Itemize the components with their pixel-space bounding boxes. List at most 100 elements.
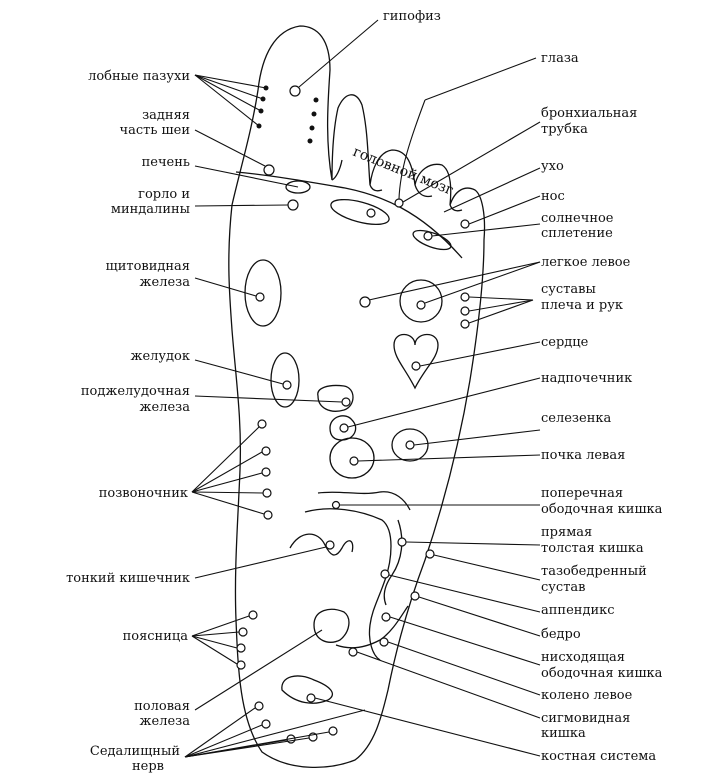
heart-shape	[394, 334, 438, 388]
label-small-intestine: тонкий кишечник	[66, 571, 190, 586]
colon-transverse	[318, 492, 410, 510]
label-kidney: почка левая	[541, 448, 625, 463]
label-appendix: аппендикс	[541, 603, 615, 618]
label-rectum-line1: прямая	[541, 525, 592, 540]
toe-dot-3	[310, 126, 315, 131]
label-hip-line2: сустав	[541, 580, 585, 595]
label-brain: головной мозг	[351, 144, 456, 199]
label-thyroid-line1: щитовидная	[106, 259, 190, 274]
stomach-dot	[283, 381, 291, 389]
label-adrenal: надпочечник	[541, 371, 632, 386]
label-spine: позвоночник	[99, 486, 188, 501]
sigmoid-dot	[349, 648, 357, 656]
shoulder-dot-1	[461, 293, 469, 301]
nose-shape	[411, 227, 453, 254]
kidney-dot	[406, 441, 414, 449]
lumbar-dot-3	[237, 644, 245, 652]
label-bronchial-line1: бронхиальная	[541, 106, 637, 121]
sciatic-dot-2	[262, 720, 270, 728]
label-sciatic-line1: Седалищный	[90, 744, 180, 759]
adrenal-dot	[340, 424, 348, 432]
thyroid-dot	[256, 293, 264, 301]
throat-dot	[288, 200, 298, 210]
toe-dot-2	[312, 112, 317, 117]
label-lumbar: поясница	[123, 629, 189, 644]
solar-plexus-dot	[360, 297, 370, 307]
shoulder-dot-2	[461, 307, 469, 315]
lumbar-dot-2	[239, 628, 247, 636]
label-neck-line1: задняя	[142, 108, 190, 123]
label-bone-system: костная система	[541, 749, 656, 764]
thyroid-shape	[245, 260, 281, 326]
label-shoulder-line2: плеча и рук	[541, 298, 623, 313]
pancreas-dot	[342, 398, 350, 406]
label-liver: печень	[142, 155, 190, 170]
toe-line-1	[332, 160, 342, 180]
label-thigh: бедро	[541, 627, 581, 642]
label-throat-line2: миндалины	[111, 202, 190, 217]
label-frontal-sinuses: лобные пазухи	[88, 69, 190, 84]
pituitary-dot	[290, 86, 300, 96]
label-solar-line2: сплетение	[541, 226, 613, 241]
label-descending-line2: ободочная кишка	[541, 666, 663, 681]
lumbar-dot-1	[249, 611, 257, 619]
hip-dot	[426, 550, 434, 558]
heart-dot	[412, 362, 420, 370]
small-intestine-coil	[290, 534, 353, 555]
label-gonad-line1: половая	[134, 699, 190, 714]
descending-dot	[382, 613, 390, 621]
label-bronchial-line2: трубка	[541, 122, 588, 137]
label-sigmoid-line2: кишка	[541, 726, 586, 741]
label-gonad-line2: железа	[140, 714, 191, 729]
sciatic-dot-1	[255, 702, 263, 710]
label-shoulder-line1: суставы	[541, 282, 596, 297]
rectum-dot	[398, 538, 406, 546]
label-ear: ухо	[541, 159, 564, 174]
knee-dot	[380, 638, 388, 646]
spine-dot-5	[264, 511, 272, 519]
label-knee: колено левое	[541, 688, 633, 703]
spine-dot-3	[262, 468, 270, 476]
toe-dot-1	[314, 98, 319, 103]
label-pancreas-line1: поджелудочная	[81, 384, 190, 399]
descending-colon	[336, 606, 408, 648]
label-transverse-line1: поперечная	[541, 486, 623, 501]
lumbar-dot-4	[237, 661, 245, 669]
label-stomach: желудок	[130, 349, 190, 364]
label-transverse-line2: ободочная кишка	[541, 502, 663, 517]
label-thyroid-line2: железа	[140, 275, 191, 290]
bone-dot	[307, 694, 315, 702]
small-intestine-dot	[326, 541, 334, 549]
label-descending-line1: нисходящая	[541, 650, 625, 665]
spleen-dot	[350, 457, 358, 465]
spine-dot-2	[262, 447, 270, 455]
label-spleen: селезенка	[541, 411, 611, 426]
foot-outline	[229, 26, 485, 767]
label-pituitary: гипофиз	[383, 9, 441, 24]
ear-dot	[424, 232, 432, 240]
toe-dot-4	[308, 139, 313, 144]
appendix-dot	[381, 570, 389, 578]
label-pancreas-line2: железа	[140, 400, 191, 415]
rectum-shape	[384, 520, 402, 605]
label-lung: легкое левое	[541, 255, 631, 270]
label-eyes: глаза	[541, 51, 579, 66]
label-heart: сердце	[541, 335, 589, 350]
label-nose: нос	[541, 189, 565, 204]
label-neck-line2: часть шеи	[120, 123, 190, 138]
label-sigmoid-line1: сигмовидная	[541, 711, 630, 726]
toe-line-2	[370, 185, 382, 191]
label-sciatic-line2: нерв	[132, 759, 164, 774]
eye-dot	[395, 199, 403, 207]
colon-dot	[333, 502, 340, 509]
liver-dot	[264, 165, 274, 175]
shoulder-dot-3	[461, 320, 469, 328]
spine-dot-1	[258, 420, 266, 428]
brain-dot	[367, 209, 375, 217]
brain-shape	[328, 195, 391, 230]
thigh-dot	[411, 592, 419, 600]
label-rectum-line2: толстая кишка	[541, 541, 644, 556]
bladder-shape	[314, 609, 349, 642]
